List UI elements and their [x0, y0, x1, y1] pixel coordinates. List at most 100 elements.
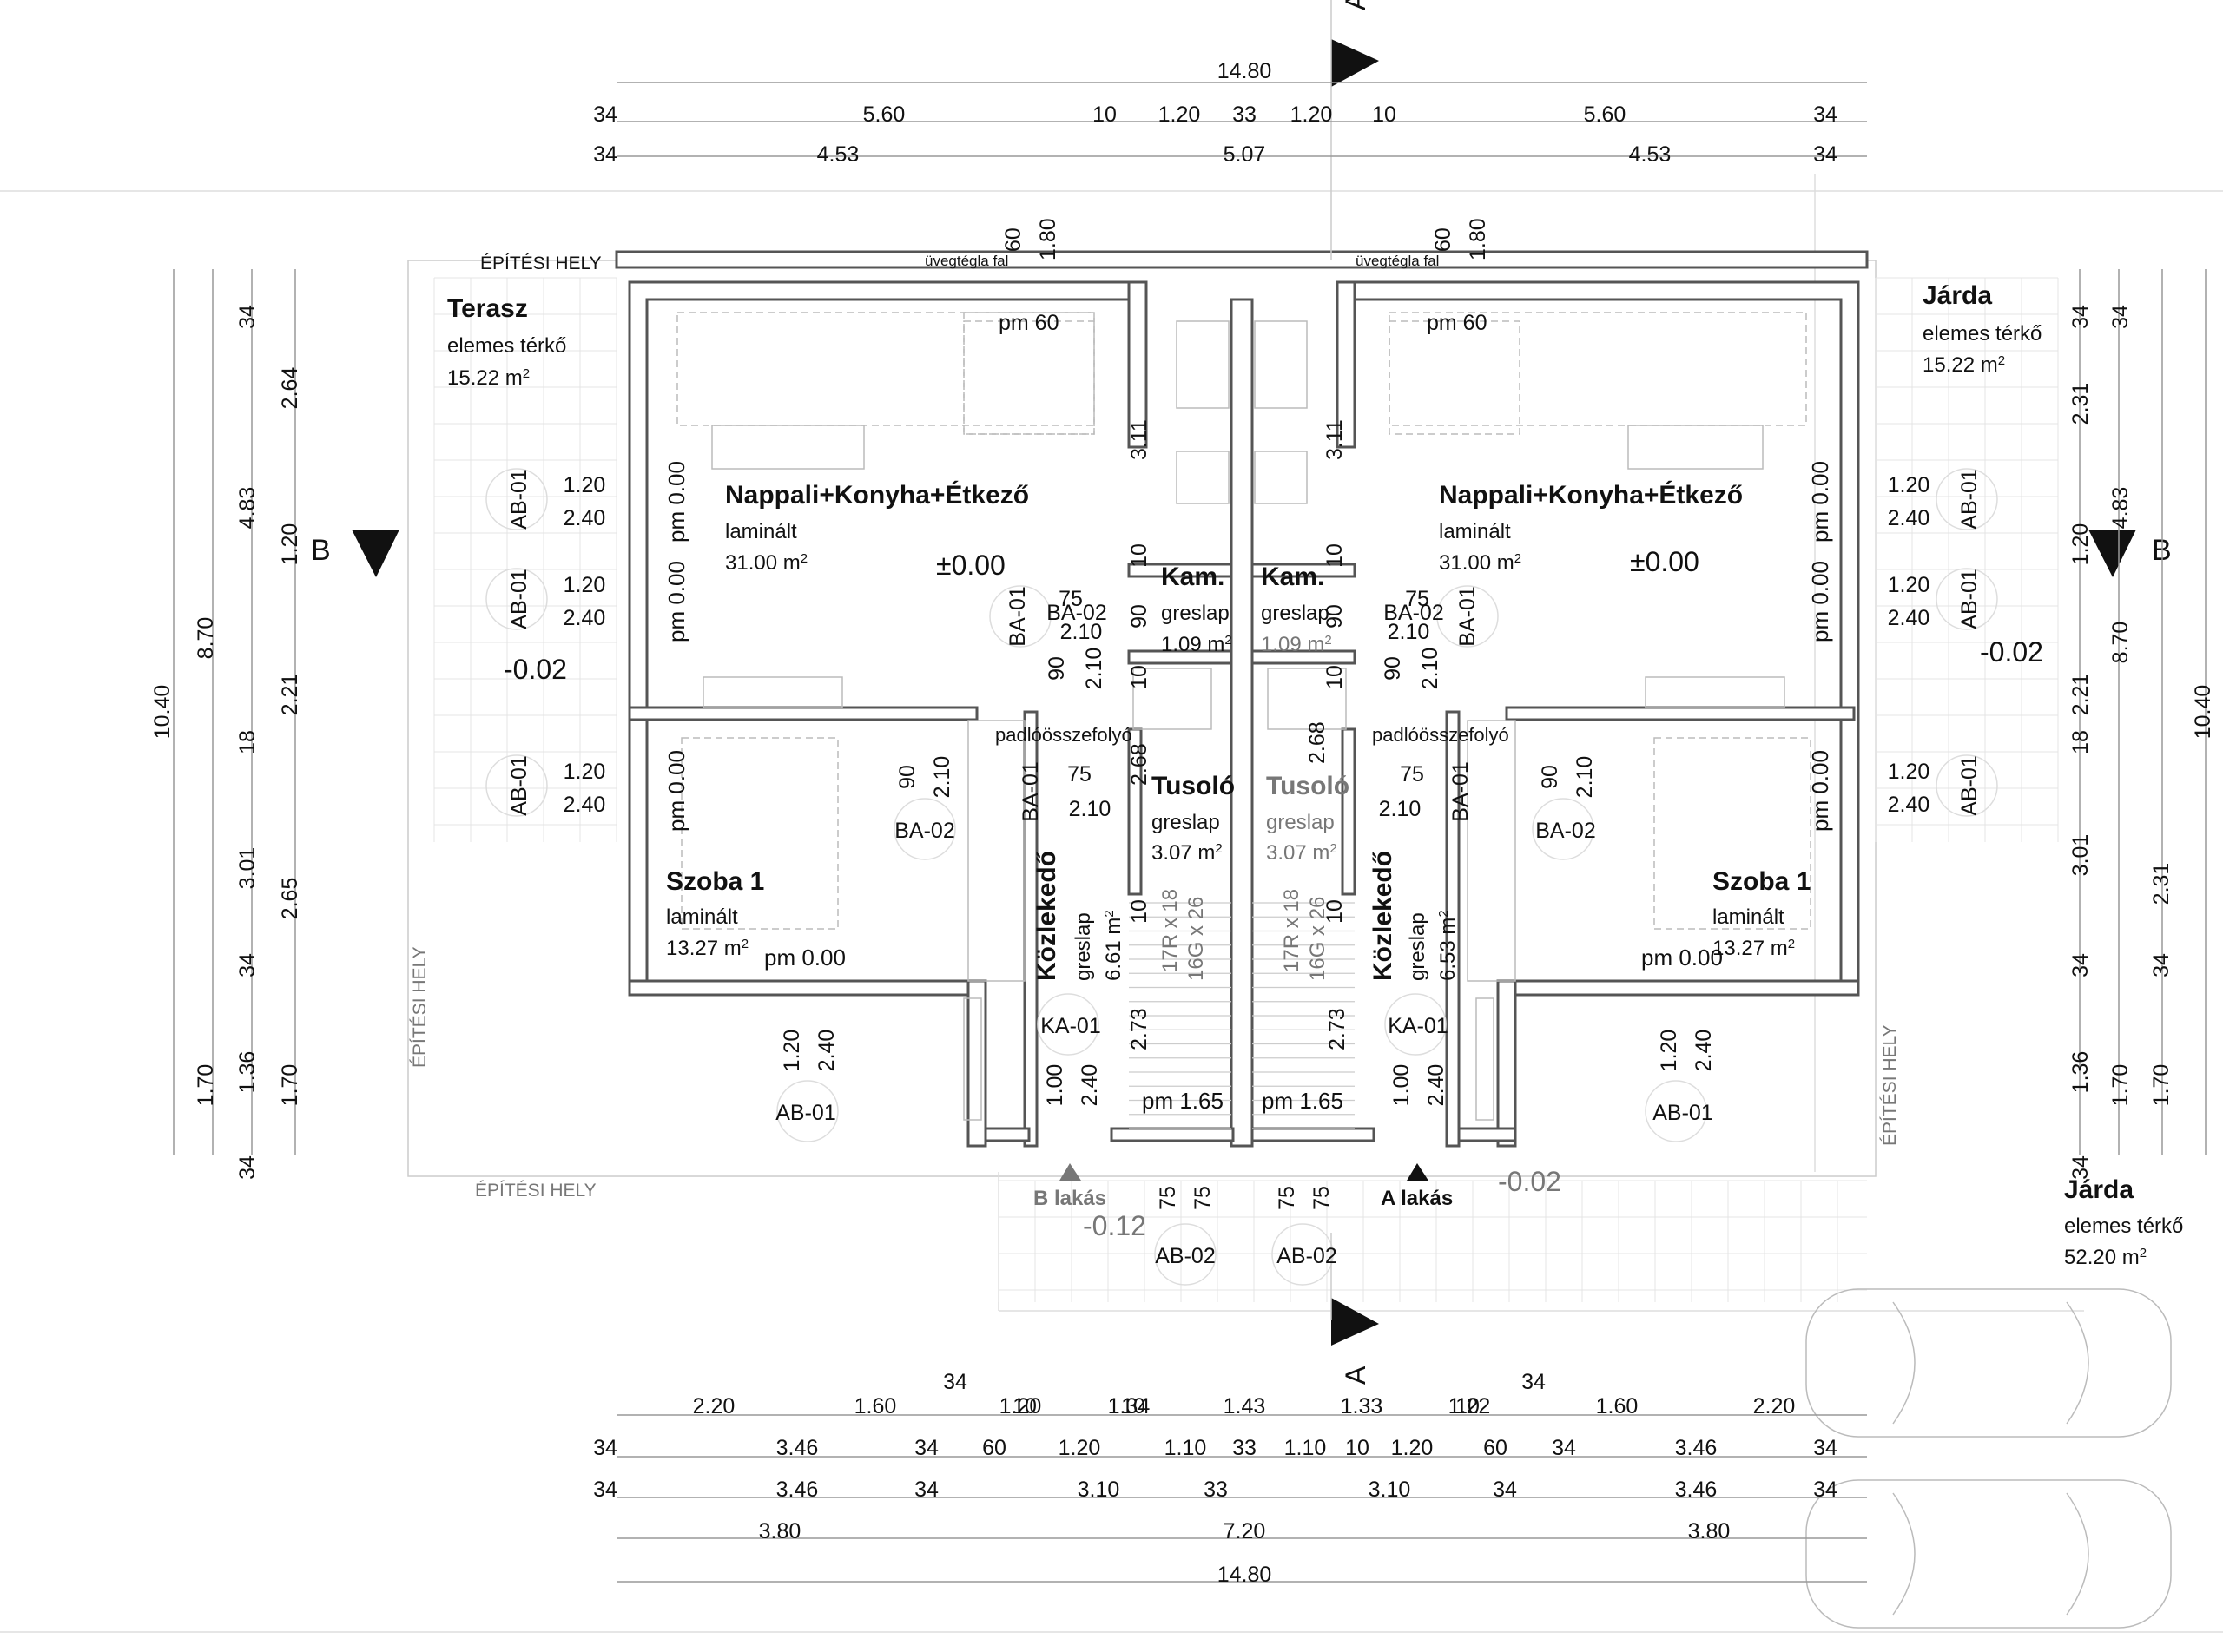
kam-r-90: 90 [1323, 604, 1347, 629]
room-kozl-right-name: Közlekedő [1369, 851, 1397, 981]
ba01-kozl-left: BA-01 [1019, 761, 1043, 821]
a-lakas-label: A lakás [1381, 1187, 1453, 1210]
staircase-right [1252, 902, 1355, 1129]
ba02-kam-left: BA-02 [1046, 601, 1106, 625]
furniture [676, 312, 1811, 1121]
dims-top-row1-2: 10 [1092, 102, 1117, 127]
dims-top-row1-0: 34 [593, 102, 617, 127]
ab02-right: AB-02 [1276, 1244, 1336, 1268]
parked-cars [1805, 1288, 2172, 1629]
site-labels: ÉPÍTÉSI HELY ÉPÍTÉSI HELY ÉPÍTÉSI HELY É… [410, 218, 2043, 1241]
tus-l-h: 2.10 [1082, 648, 1106, 690]
kam-r-h: 2.10 [1388, 620, 1430, 644]
dims-bottom-row2-7: 3.46 [1675, 1478, 1718, 1502]
dims-bottom-row1-8: 10 [1345, 1436, 1369, 1460]
window-60-left: 60 [1001, 227, 1026, 252]
epitesi-hely-left: ÉPÍTÉSI HELY [410, 946, 430, 1068]
dims-top-row1-1: 5.60 [863, 102, 906, 127]
level-terasz: -0.02 [504, 654, 567, 685]
dims-right-col_c-0: 34 [2068, 305, 2093, 329]
ab02-left-w1: 75 [1156, 1186, 1180, 1210]
ba02-sl-h: 2.10 [930, 756, 954, 799]
dims-right-col_b-0: 34 [2108, 305, 2133, 329]
ab01-right-w-0: 1.20 [1888, 473, 1930, 497]
room-kozl-left-name: Közlekedő [1032, 851, 1061, 981]
ab01-right-h-1: 2.40 [1888, 606, 1930, 630]
dims-left-col_d-2: 2.21 [278, 674, 302, 716]
dims-top-row2-2: 5.07 [1224, 142, 1266, 167]
ba01-kr-w: 75 [1400, 762, 1424, 787]
room-nappali-left-floor: laminált [725, 520, 797, 543]
pm000-v4: pm 0.00 [1807, 461, 1833, 543]
room-terasz-floor: elemes térkő [447, 334, 566, 358]
dims-bottom-row1-4: 1.20 [1059, 1436, 1101, 1460]
ab01-right-w-1: 1.20 [1888, 573, 1930, 597]
window-60-right: 60 [1431, 227, 1455, 252]
room-jarda-top-name: Járda [1923, 281, 1992, 310]
room-jarda-bottom-floor: elemes térkő [2064, 1214, 2183, 1238]
dims-bottom-row2-2: 34 [914, 1478, 939, 1502]
dims-left-col_c-4: 34 [235, 953, 260, 977]
dims-bottom-row1-0: 34 [593, 1436, 617, 1460]
dims-right-col_c-3: 2.21 [2068, 674, 2093, 716]
dims-left-col_c-1: 4.83 [235, 487, 260, 530]
ab01-right-h-0: 2.40 [1888, 506, 1930, 530]
section-b-left-arrow [352, 530, 399, 577]
dims-top-row1-3: 1.20 [1158, 102, 1201, 127]
dims-bottom-row1-3: 60 [982, 1436, 1006, 1460]
ba01-kam-right: BA-01 [1455, 586, 1480, 646]
dims-right-col_b-3: 1.70 [2108, 1064, 2133, 1107]
dims-bottom-row2-0: 34 [593, 1478, 617, 1502]
ab01-br-h: 2.40 [1692, 1030, 1716, 1072]
dims-left-col_d-4: 1.70 [278, 1064, 302, 1107]
level-jarda: -0.02 [1980, 636, 2043, 668]
ba02-szoba-right: BA-02 [1535, 819, 1595, 843]
kozl-l-10: 10 [1127, 899, 1151, 924]
dims-bottom-row0-6: 1.43 [1224, 1394, 1266, 1418]
window-180-right: 1.80 [1466, 218, 1490, 260]
room-nappali-right-floor: laminált [1439, 520, 1511, 543]
ab01-left-0: AB-01 [507, 469, 531, 529]
dims-right-col_c-5: 3.01 [2068, 834, 2093, 877]
pm-markers: pm 0.00 pm 0.00 pm 0.00 pm 0.00 pm 0.00 … [663, 461, 1833, 832]
section-markers: A A B B [311, 0, 2172, 1385]
dims-bottom-row1-7: 1.10 [1284, 1436, 1327, 1460]
pm165-left: pm 1.65 [1142, 1088, 1224, 1114]
ab01-right-2: AB-01 [1957, 755, 1982, 815]
building-walls [615, 250, 1869, 1148]
dims-left-col_c-2: 18 [235, 730, 260, 754]
room-nappali-left-name: Nappali+Konyha+Étkező [725, 480, 1029, 510]
dims-top-row2-0: 34 [593, 142, 617, 167]
dims-top-row0-0: 14.80 [1217, 59, 1272, 83]
dims-bottom-row2-3: 3.10 [1078, 1478, 1120, 1502]
ab01-bl-h: 2.40 [815, 1030, 839, 1072]
dims-bottom-row3-0: 3.80 [759, 1519, 801, 1543]
dims-bottom-row1-2: 34 [914, 1436, 939, 1460]
room-nappali-left-area: 31.00 m2 [725, 551, 808, 576]
dims-left-col_c-6: 34 [235, 1155, 260, 1180]
room-kam-right-name: Kam. [1261, 563, 1324, 591]
height-311-right: 3.11 [1323, 419, 1347, 460]
tus-l-10: 10 [1127, 665, 1151, 689]
room-kam-right-area: 1.09 m2 [1261, 633, 1332, 657]
window-180-left: 1.80 [1036, 218, 1060, 260]
ba01-kr-h: 2.10 [1379, 797, 1422, 821]
tus-l-90: 90 [1045, 656, 1069, 681]
level-zero-left: ±0.00 [936, 550, 1006, 581]
kam-l-10: 10 [1127, 543, 1151, 568]
dims-bottom-row1-11: 34 [1552, 1436, 1576, 1460]
dims-right-col_c-6: 34 [2068, 953, 2093, 977]
dims-left-col_a-0: 10.40 [150, 685, 175, 740]
dims-bottom-row0-5: 10 [1121, 1394, 1145, 1418]
level-a-entrance: -0.02 [1498, 1166, 1561, 1197]
epitesi-hely-top: ÉPÍTÉSI HELY [480, 253, 602, 273]
room-szoba-left-name: Szoba 1 [666, 867, 764, 896]
room-kozl-right-area: 6.53 m2 [1436, 910, 1461, 981]
pm000-v6: pm 0.00 [1807, 750, 1833, 832]
dimension-lines [173, 82, 2207, 1583]
dims-bottom-row1-1: 3.46 [776, 1436, 819, 1460]
stair-going-right: 16G x 26 [1306, 897, 1329, 981]
ab01-left-w-0: 1.20 [564, 473, 606, 497]
dims-left-col_c-5: 1.36 [235, 1051, 260, 1094]
